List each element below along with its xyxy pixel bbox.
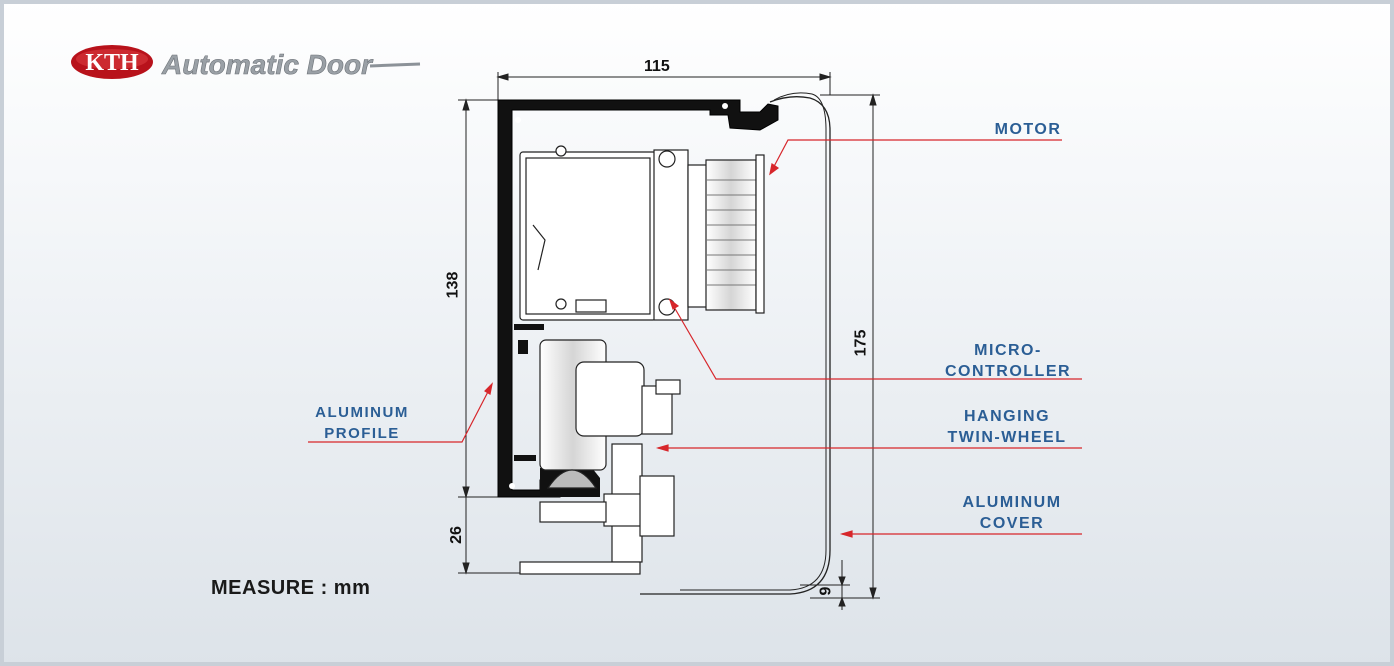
- dimension-total-height: 175: [852, 329, 870, 357]
- twin-wheel-assembly: [519, 339, 681, 575]
- label-aluminum-profile: ALUMINUM PROFILE: [315, 404, 409, 442]
- dimension-lines: [458, 72, 880, 610]
- aluminum-cover-shape: [640, 96, 831, 595]
- logo-badge-text: KTH: [85, 50, 139, 76]
- measure-unit-note: MEASURE : mm: [211, 577, 371, 599]
- motor-assembly: [519, 145, 765, 321]
- logo-graphic: KTH Automatic Door: [71, 45, 421, 80]
- dimension-cover-gap: 9: [817, 586, 835, 596]
- dimension-profile-height: 138: [444, 271, 462, 299]
- logo-wordmark: Automatic Door: [161, 49, 374, 80]
- label-aluminum-cover: ALUMINUM COVER: [962, 494, 1062, 532]
- leader-lines: [308, 139, 1082, 538]
- label-motor: MOTOR: [994, 121, 1062, 138]
- dimension-width: 115: [644, 58, 670, 75]
- label-hanging-twin-wheel: HANGING TWIN-WHEEL: [947, 408, 1067, 446]
- label-micro-controller: MICRO- CONTROLLER: [944, 342, 1072, 380]
- dimension-bottom-offset: 26: [447, 526, 465, 544]
- kth-logo: KTH Automatic Door: [70, 42, 430, 86]
